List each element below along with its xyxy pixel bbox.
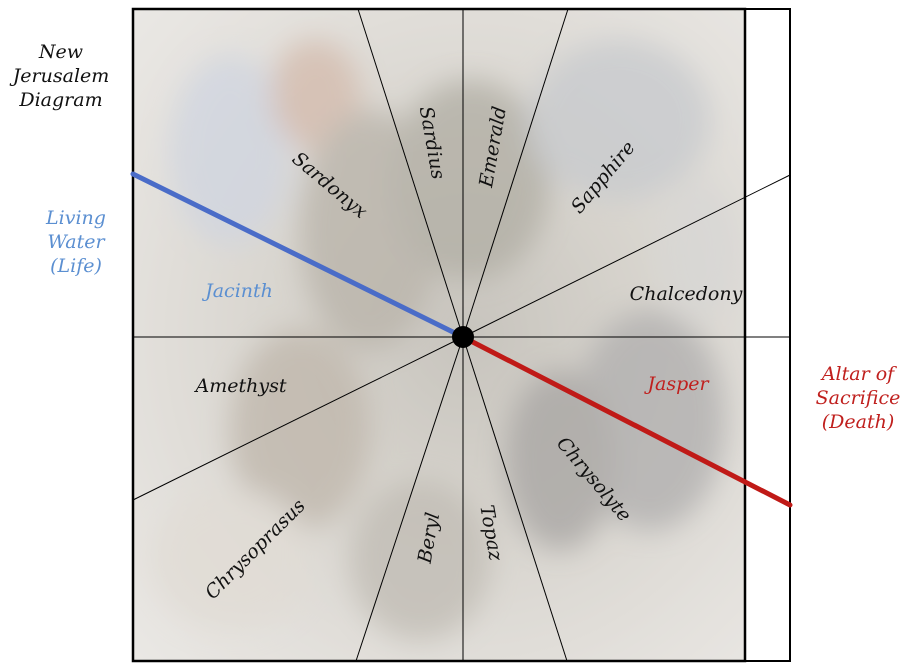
line-top-left-steep	[357, 8, 464, 338]
stone-jacinth: Jacinth	[201, 280, 273, 302]
living-water-line-1: Living	[46, 207, 106, 229]
altar-line-3: (Death)	[821, 411, 895, 433]
living-water-label: Living Water (Life)	[28, 206, 124, 278]
living-water-line-3: (Life)	[50, 255, 102, 277]
altar-line-1: Altar of	[821, 363, 895, 385]
stone-amethyst: Amethyst	[194, 375, 287, 397]
altar-line-2: Sacrifice	[815, 387, 901, 409]
title-line-3: Diagram	[19, 89, 103, 111]
division-lines	[132, 8, 791, 662]
title-line-1: New	[38, 41, 84, 63]
line-bottom-right-steep	[462, 336, 568, 662]
line-left-lower	[132, 336, 464, 501]
stone-chalcedony: Chalcedony	[630, 283, 743, 305]
line-top-right-steep	[462, 8, 569, 338]
altar-label: Altar of Sacrifice (Death)	[808, 362, 907, 434]
living-water-line-2: Water	[47, 231, 105, 253]
stone-jasper: Jasper	[643, 373, 710, 395]
altar-line	[460, 334, 793, 508]
line-right-upper	[462, 174, 791, 338]
side-strip-frame	[744, 8, 791, 662]
living-water-line	[130, 171, 466, 340]
line-bottom-left-steep	[355, 336, 464, 662]
diagram-title: New Jerusalem Diagram	[2, 40, 120, 112]
background-photo	[133, 9, 745, 661]
center-dot	[452, 326, 474, 348]
title-line-2: Jerusalem	[12, 65, 110, 87]
